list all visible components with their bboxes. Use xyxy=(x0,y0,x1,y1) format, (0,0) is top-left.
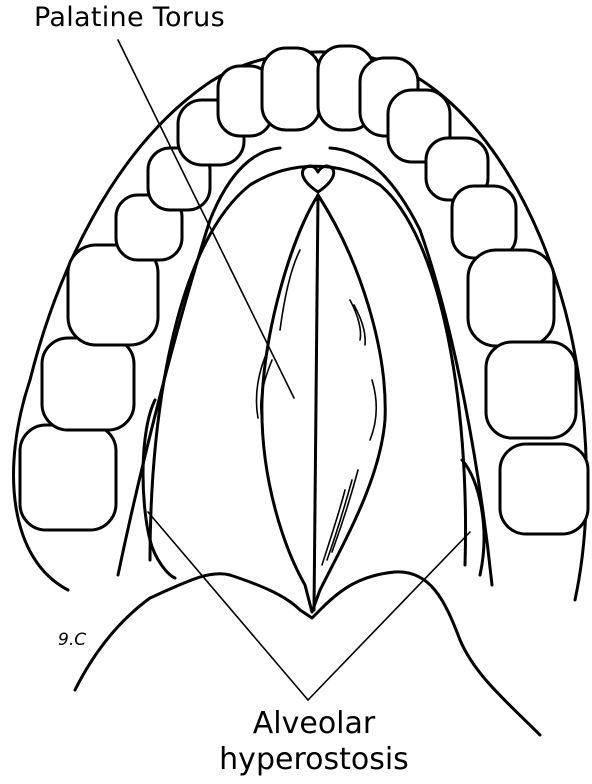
tooth xyxy=(486,342,576,438)
hyperostosis-left xyxy=(143,400,175,578)
tooth xyxy=(500,444,588,534)
incisive-papilla xyxy=(302,166,333,192)
tooth-row xyxy=(20,46,588,534)
alveolar-label-line1: Alveolar xyxy=(36,706,592,742)
alveolar-label-line2: hyperostosis xyxy=(36,742,592,778)
artist-initials: 9.C xyxy=(58,630,86,650)
tooth xyxy=(20,425,116,530)
tooth xyxy=(452,186,516,258)
tooth xyxy=(42,338,134,430)
alveolar-hyperostosis-label: Alveolar hyperostosis xyxy=(0,706,592,778)
torus-hatch-right xyxy=(322,300,376,565)
palatine-raphe xyxy=(314,195,318,610)
leader-alveolar-right xyxy=(308,532,470,700)
palatine-torus-label: Palatine Torus xyxy=(34,2,225,33)
tooth xyxy=(262,48,320,130)
tooth xyxy=(468,250,554,346)
torus-outline xyxy=(262,195,385,612)
